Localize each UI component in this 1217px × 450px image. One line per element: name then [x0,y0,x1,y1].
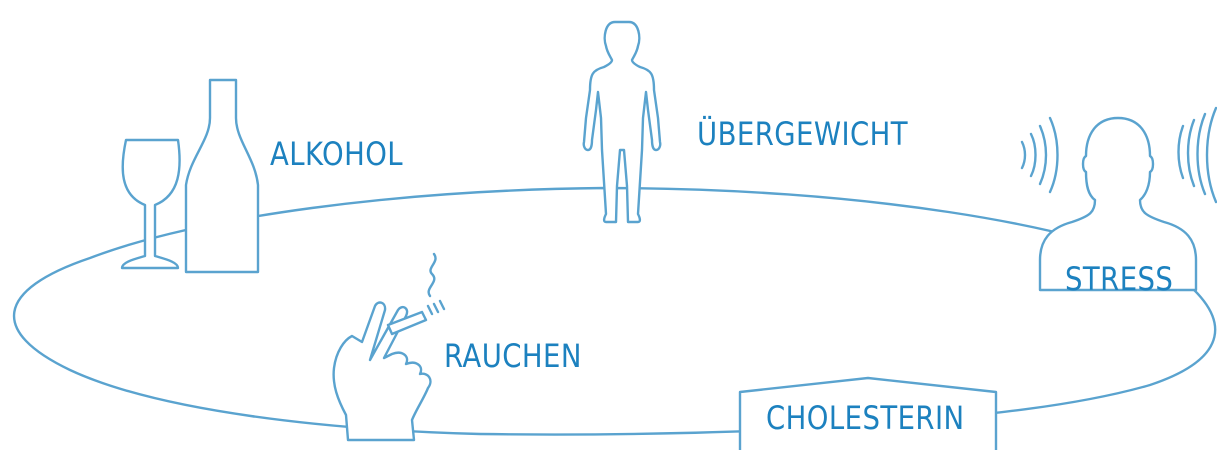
label-stress: STRESS [1065,263,1173,295]
label-uebergewicht: ÜBERGEWICHT [697,118,908,150]
wine-glass-icon [122,140,180,268]
label-cholesterin: CHOLESTERIN [766,402,965,434]
label-alkohol: ALKOHOL [270,138,403,170]
human-figure-icon [584,22,661,222]
label-rauchen: RAUCHEN [444,340,582,372]
wine-bottle-icon [186,80,258,272]
smoking-hand-icon [334,254,444,440]
